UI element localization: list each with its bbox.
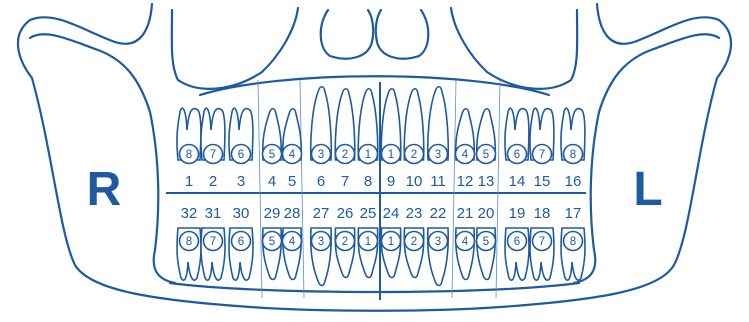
upper-quadrant-number: 2 bbox=[342, 149, 348, 161]
upper-tooth-number: 5 bbox=[288, 173, 296, 190]
lower-quadrant-number: 3 bbox=[435, 236, 441, 248]
lower-quadrant-number: 5 bbox=[483, 236, 489, 248]
upper-quadrant-number: 1 bbox=[388, 149, 394, 161]
upper-quadrant-number: 4 bbox=[289, 149, 296, 161]
upper-quadrant-number: 8 bbox=[570, 149, 576, 161]
separator-line bbox=[452, 80, 456, 298]
lower-arch-line bbox=[170, 283, 579, 292]
upper-tooth-number: 6 bbox=[317, 173, 325, 190]
upper-quadrant-number: 5 bbox=[269, 149, 275, 161]
separator-line bbox=[300, 80, 304, 298]
upper-tooth-number: 4 bbox=[268, 173, 276, 190]
upper-tooth-number: 7 bbox=[341, 173, 349, 190]
upper-quadrant-number: 3 bbox=[318, 149, 324, 161]
lower-quadrant-number: 8 bbox=[570, 236, 576, 248]
upper-quadrant-number: 7 bbox=[210, 149, 216, 161]
upper-tooth-number: 15 bbox=[534, 173, 551, 190]
lower-tooth-number: 26 bbox=[337, 205, 354, 222]
lower-tooth-number: 17 bbox=[565, 205, 582, 222]
upper-tooth-number: 2 bbox=[209, 173, 217, 190]
lower-tooth-number: 29 bbox=[264, 205, 281, 222]
lower-tooth-number: 24 bbox=[383, 205, 400, 222]
lower-tooth-number: 18 bbox=[534, 205, 551, 222]
lower-quadrant-number: 3 bbox=[318, 236, 324, 248]
lower-quadrant-number: 7 bbox=[539, 236, 545, 248]
lower-quadrant-number: 6 bbox=[238, 236, 244, 248]
lower-quadrant-number: 4 bbox=[462, 236, 469, 248]
lower-tooth-number: 22 bbox=[430, 205, 447, 222]
lower-tooth-number: 31 bbox=[205, 205, 222, 222]
upper-quadrant-number: 7 bbox=[539, 149, 545, 161]
lower-quadrant-number: 7 bbox=[210, 236, 216, 248]
lower-quadrant-number: 2 bbox=[411, 236, 417, 248]
nasal-cavity-right bbox=[321, 10, 373, 59]
lower-quadrant-number: 5 bbox=[269, 236, 275, 248]
lower-quadrant-number: 2 bbox=[342, 236, 348, 248]
upper-tooth-number: 9 bbox=[387, 173, 395, 190]
upper-tooth-number: 14 bbox=[509, 173, 526, 190]
maxilla-arch bbox=[200, 76, 549, 95]
lower-tooth-number: 25 bbox=[360, 205, 377, 222]
upper-quadrant-number: 2 bbox=[411, 149, 417, 161]
lower-tooth-number: 20 bbox=[478, 205, 495, 222]
upper-tooth-number: 10 bbox=[406, 173, 423, 190]
upper-tooth-number: 3 bbox=[237, 173, 245, 190]
upper-quadrant-number: 6 bbox=[238, 149, 244, 161]
lower-tooth-number: 23 bbox=[406, 205, 423, 222]
right-side-label: R bbox=[87, 163, 122, 216]
ramus-inner-left bbox=[30, 34, 175, 283]
ramus-inner-right bbox=[574, 34, 719, 283]
upper-quadrant-number: 5 bbox=[483, 149, 489, 161]
lower-tooth-number: 30 bbox=[233, 205, 250, 222]
lower-tooth-number: 32 bbox=[181, 205, 198, 222]
upper-tooth-number: 11 bbox=[430, 173, 446, 190]
nasal-cavity-left bbox=[376, 10, 428, 59]
lower-quadrant-number: 8 bbox=[186, 236, 192, 248]
lower-tooth-number: 19 bbox=[509, 205, 526, 222]
lower-tooth-number: 27 bbox=[313, 205, 330, 222]
upper-tooth-number: 16 bbox=[565, 173, 582, 190]
left-side-label: L bbox=[633, 163, 662, 216]
separator-line bbox=[258, 80, 262, 298]
lower-quadrant-number: 1 bbox=[365, 236, 371, 248]
lower-tooth-number: 21 bbox=[457, 205, 474, 222]
upper-tooth-number: 1 bbox=[185, 173, 193, 190]
upper-tooth-number: 8 bbox=[364, 173, 372, 190]
lower-quadrant-number: 4 bbox=[289, 236, 296, 248]
upper-tooth-number: 12 bbox=[457, 173, 474, 190]
upper-tooth-number: 13 bbox=[478, 173, 495, 190]
upper-quadrant-number: 8 bbox=[186, 149, 192, 161]
lower-quadrant-number: 1 bbox=[388, 236, 394, 248]
upper-quadrant-number: 4 bbox=[462, 149, 469, 161]
upper-quadrant-number: 3 bbox=[435, 149, 441, 161]
upper-quadrant-number: 6 bbox=[514, 149, 520, 161]
lower-tooth-number: 28 bbox=[284, 205, 301, 222]
lower-quadrant-number: 6 bbox=[514, 236, 520, 248]
separator-line bbox=[496, 80, 500, 298]
upper-quadrant-number: 1 bbox=[365, 149, 371, 161]
